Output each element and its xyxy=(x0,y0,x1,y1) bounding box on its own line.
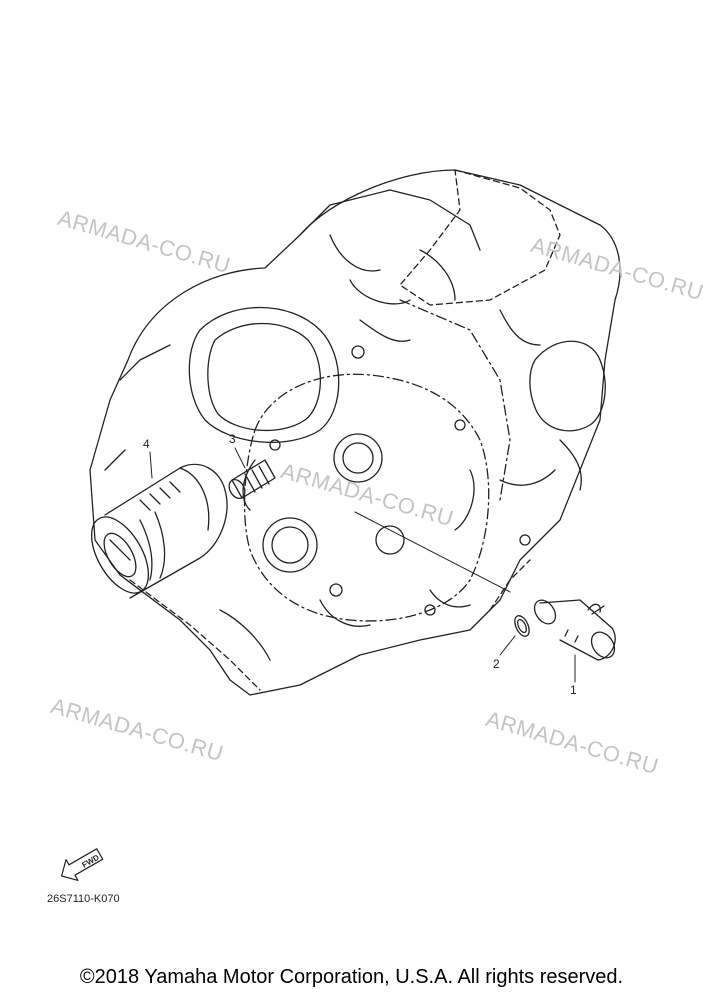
o-ring-part-2 xyxy=(514,615,530,637)
union-bolt-part-3 xyxy=(228,459,276,499)
bore-left-inner xyxy=(207,322,322,432)
crankcase-top-rim xyxy=(299,189,481,251)
crankcase-lower-edge xyxy=(129,559,531,691)
crankcase-left-flange xyxy=(104,344,171,561)
cavity-dashed xyxy=(243,373,490,622)
bearing-bore-upper-inner xyxy=(342,442,374,474)
callout-leader-4 xyxy=(149,451,153,479)
callout-leader-3 xyxy=(234,447,246,469)
crankcase-ribs xyxy=(219,234,582,661)
diagram-code: 26S7110-K070 xyxy=(47,893,120,905)
bore-right xyxy=(529,340,606,432)
cavity-dashed-2 xyxy=(399,299,511,501)
oil-filter-part-4 xyxy=(90,463,228,599)
callout-number-4: 4 xyxy=(143,437,150,451)
crankcase-outline xyxy=(89,169,621,696)
part-axis-line xyxy=(354,511,511,593)
callout-leader-2 xyxy=(499,635,516,656)
callout-number-3: 3 xyxy=(229,432,236,446)
bearing-bore-lower xyxy=(262,517,318,573)
callout-number-1: 1 xyxy=(570,683,577,697)
crankcase-upper-block xyxy=(399,169,561,306)
copyright-notice: ©2018 Yamaha Motor Corporation, U.S.A. A… xyxy=(79,966,624,988)
crankcase-bolt-bosses xyxy=(269,345,531,616)
bore-left xyxy=(188,306,340,443)
bearing-bore-lower-inner xyxy=(271,526,309,564)
bearing-bore-upper xyxy=(333,433,383,483)
fwd-arrow-icon xyxy=(61,848,104,881)
callout-number-2: 2 xyxy=(493,657,500,671)
oil-switch-part-1 xyxy=(533,599,616,661)
bearing-bore-mid xyxy=(375,525,405,555)
